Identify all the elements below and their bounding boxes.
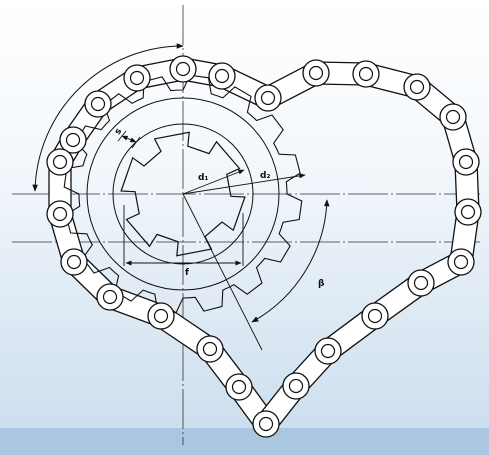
beta-arc xyxy=(251,199,330,323)
chain-roller-pin xyxy=(102,289,118,305)
chain-roller-pin xyxy=(214,68,230,84)
beta-radial-line xyxy=(182,193,263,351)
chain-roller-pin xyxy=(367,308,383,324)
dimension-d2-line xyxy=(182,173,306,195)
dimension-f xyxy=(123,205,244,266)
chain-roller-pin xyxy=(288,378,304,394)
chain-roller-pin xyxy=(52,154,68,170)
label-d1: d₁ xyxy=(198,173,208,183)
chain-roller-pin xyxy=(409,79,425,95)
chain-roller-pin xyxy=(453,254,469,270)
chain-roller-pin xyxy=(458,154,474,170)
label-f: f xyxy=(185,268,189,278)
label-s: s xyxy=(113,127,124,137)
chain-roller-pin xyxy=(260,90,276,106)
chain-roller-pin xyxy=(258,416,274,432)
chain-roller-pin xyxy=(175,61,191,77)
chain-rollers xyxy=(46,55,482,438)
chain-roller-pin xyxy=(129,70,145,86)
chain-roller-pin xyxy=(66,254,82,270)
chain-roller-pin xyxy=(90,96,106,112)
chain-roller-pin xyxy=(413,275,429,291)
chain-roller-pin xyxy=(52,206,68,222)
chain-roller-pin xyxy=(445,109,461,125)
bottom-band xyxy=(0,428,489,455)
wrap-angle-arc xyxy=(32,43,184,192)
chain-roller-pin xyxy=(358,66,374,82)
chain-roller-pin xyxy=(153,308,169,324)
chain-roller-pin xyxy=(231,379,247,395)
chain-roller-pin xyxy=(308,65,324,81)
chain-roller-pin xyxy=(65,132,81,148)
label-d2: d₂ xyxy=(260,171,270,181)
dimension-d1-line xyxy=(182,169,245,195)
label-beta: β xyxy=(318,279,325,289)
chain-roller-pin xyxy=(460,204,476,220)
chain-roller-pin xyxy=(202,341,218,357)
chain-roller-pin xyxy=(320,343,336,359)
